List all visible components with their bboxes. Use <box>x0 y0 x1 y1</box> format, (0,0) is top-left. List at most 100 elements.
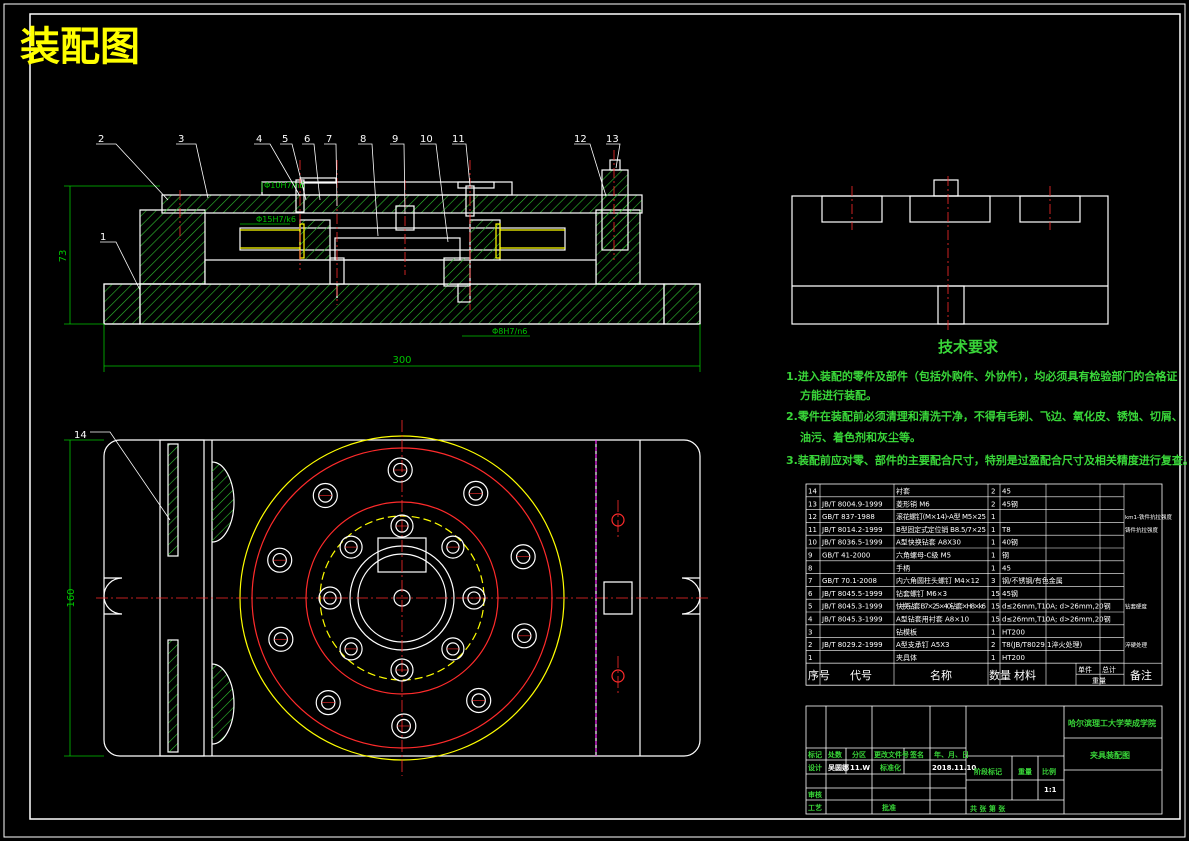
bom-cell-mat: d≤26mm,T10A; d>26mm,20钢 <box>1002 615 1111 624</box>
plan-view-centerlines <box>96 420 708 776</box>
bom-header-weight: 重量 <box>1092 677 1106 685</box>
balloon-7: 7 <box>326 134 332 145</box>
bom-cell-mat: 45钢 <box>1002 499 1018 508</box>
balloon-1: 1 <box>100 232 106 243</box>
bom-cell-code: GB/T 837-1988 <box>822 513 875 521</box>
bom-header-unit: 单件 <box>1078 665 1092 674</box>
bom-cell-no: 2 <box>808 641 812 649</box>
tb-date-val: 2018.11.10 <box>932 764 976 772</box>
bom-cell-note: 钻套硬度 <box>1125 603 1148 611</box>
bom-cell-no: 4 <box>808 616 813 624</box>
bom-cell-qty: 1 <box>991 539 995 547</box>
bushing-circle <box>387 457 413 483</box>
bom-cell-qty: 2 <box>991 488 995 496</box>
handle-icon <box>603 513 633 683</box>
bom-cell-qty: 1 <box>991 513 995 521</box>
balloon-10: 10 <box>420 134 433 145</box>
bom-cell-no: 12 <box>808 513 817 521</box>
bom-header-total: 总计 <box>1102 665 1116 674</box>
bushing-circle <box>268 626 294 652</box>
bom-cell-name: 滚花螺钉(M×14)-A型 M5×25 <box>896 512 986 521</box>
bom-cell-no: 11 <box>808 526 817 534</box>
tb-scale: 比例 <box>1042 767 1056 776</box>
bom-cell-mat: 钢/不锈钢/有色金属 <box>1002 576 1063 585</box>
bushing-circle <box>441 637 465 661</box>
tech-line-2: 方能进行装配。 <box>800 388 877 402</box>
balloon-12: 12 <box>574 134 587 145</box>
bom-cell-name: A型钻套用衬套 A8×10 <box>896 615 969 624</box>
bom-cell-mat: T8(JB/T8029.1淬火处理) <box>1001 640 1082 649</box>
bom-cell-code: JB/T 8029.2-1999 <box>821 641 883 649</box>
bom-cell-name: 钻模板 <box>896 627 917 636</box>
bushing-circle <box>390 514 414 538</box>
tb-approve: 批准 <box>882 803 896 812</box>
bom-cell-qty: 15 <box>991 590 1000 598</box>
bom-cell-note: 淬硬处理 <box>1125 641 1148 649</box>
tb-date-short: 11.W <box>850 764 870 772</box>
bom-cell-code: JB/T 8045.5-1999 <box>821 590 883 598</box>
bom-cell-qty: 1 <box>991 526 995 534</box>
bom-cell-name: 菱形销 M6 <box>896 499 930 508</box>
bom-cell-code: GB/T 41-2000 <box>822 552 870 560</box>
bushing-circle <box>318 586 342 610</box>
bushing-circle <box>312 482 338 509</box>
tech-line-4: 油污、着色剂和灰尘等。 <box>800 430 921 444</box>
bom-cell-name: A型支承钉 A5X3 <box>896 640 950 649</box>
sheet-border <box>3 3 1186 838</box>
bom-cell-qty: 1 <box>991 628 995 636</box>
bom-cell-qty: 15 <box>991 603 1000 611</box>
balloon-13: 13 <box>606 134 619 145</box>
bom-header-cell: 序号 <box>808 668 830 682</box>
bom-cell-name: 快换钻套 B7×25×40钻套×H8×k6 <box>896 602 987 611</box>
bushing-circle <box>267 547 293 573</box>
bushing-circle <box>339 637 363 661</box>
bom-cell-mat: HT200 <box>1002 628 1025 636</box>
tb-sheets: 共 张 第 张 <box>970 804 1006 813</box>
bom-cell-qty: 1 <box>991 564 995 572</box>
bom-cell-no: 3 <box>808 628 812 636</box>
dim-length: 300 <box>392 355 411 366</box>
bom-frame <box>805 483 1163 686</box>
bushing-circle <box>315 690 341 716</box>
bom-header-cell: 代号 <box>850 669 872 682</box>
plan-view-dimensions <box>64 439 104 757</box>
title-block <box>805 705 1163 815</box>
bom-cell-no: 6 <box>808 590 813 598</box>
dim-dia-bore: Φ15H7/k6 <box>256 215 296 224</box>
bom-header-cell: 数量 <box>989 669 1011 682</box>
bom-cell-mat: HT200 <box>1002 654 1025 662</box>
bushing-circle <box>510 544 536 570</box>
front-view-yellow-parts <box>240 223 565 259</box>
bom-cell-no: 1 <box>808 654 812 662</box>
bushing-circle <box>463 480 489 506</box>
tb-design: 设计 <box>808 763 822 772</box>
tb-drawing-name: 夹具装配图 <box>1090 750 1130 760</box>
bom-cell-qty: 2 <box>991 641 995 649</box>
tb-zone: 分区 <box>852 750 866 759</box>
balloon-11: 11 <box>452 134 465 145</box>
tech-heading: 技术要求 <box>938 338 999 356</box>
bom-cell-code: JB/T 8045.3-1999 <box>821 616 883 624</box>
tb-count: 处数 <box>827 750 843 759</box>
side-view <box>791 179 1109 325</box>
sheet-title: 装配图 <box>20 23 140 70</box>
balloon-6: 6 <box>304 134 310 145</box>
bom-cell-mat: 45 <box>1002 564 1011 572</box>
bom-header-cell: 备注 <box>1130 668 1152 682</box>
bom-header-cell: 材料 <box>1014 668 1036 682</box>
bom-cell-mat: 45钢 <box>1002 589 1018 598</box>
bom-cell-no: 8 <box>808 564 812 572</box>
tb-mark: 标记 <box>807 750 822 759</box>
tb-std: 标准化 <box>879 763 901 772</box>
tb-process: 工艺 <box>808 803 822 812</box>
bom-cell-name: 钻套螺钉 M6×3 <box>896 589 947 598</box>
bom-cell-mat: T8 <box>1001 526 1011 534</box>
balloon-14: 14 <box>74 430 87 441</box>
bushing-circle <box>441 535 465 559</box>
bom-cell-no: 13 <box>808 500 817 508</box>
bom-cell-no: 5 <box>808 603 812 611</box>
bom-cell-note: km1-铁件抗拉强度 <box>1125 513 1173 521</box>
tb-designer: 吴圆娜 <box>828 763 849 772</box>
bom-cell-qty: 1 <box>991 654 995 662</box>
